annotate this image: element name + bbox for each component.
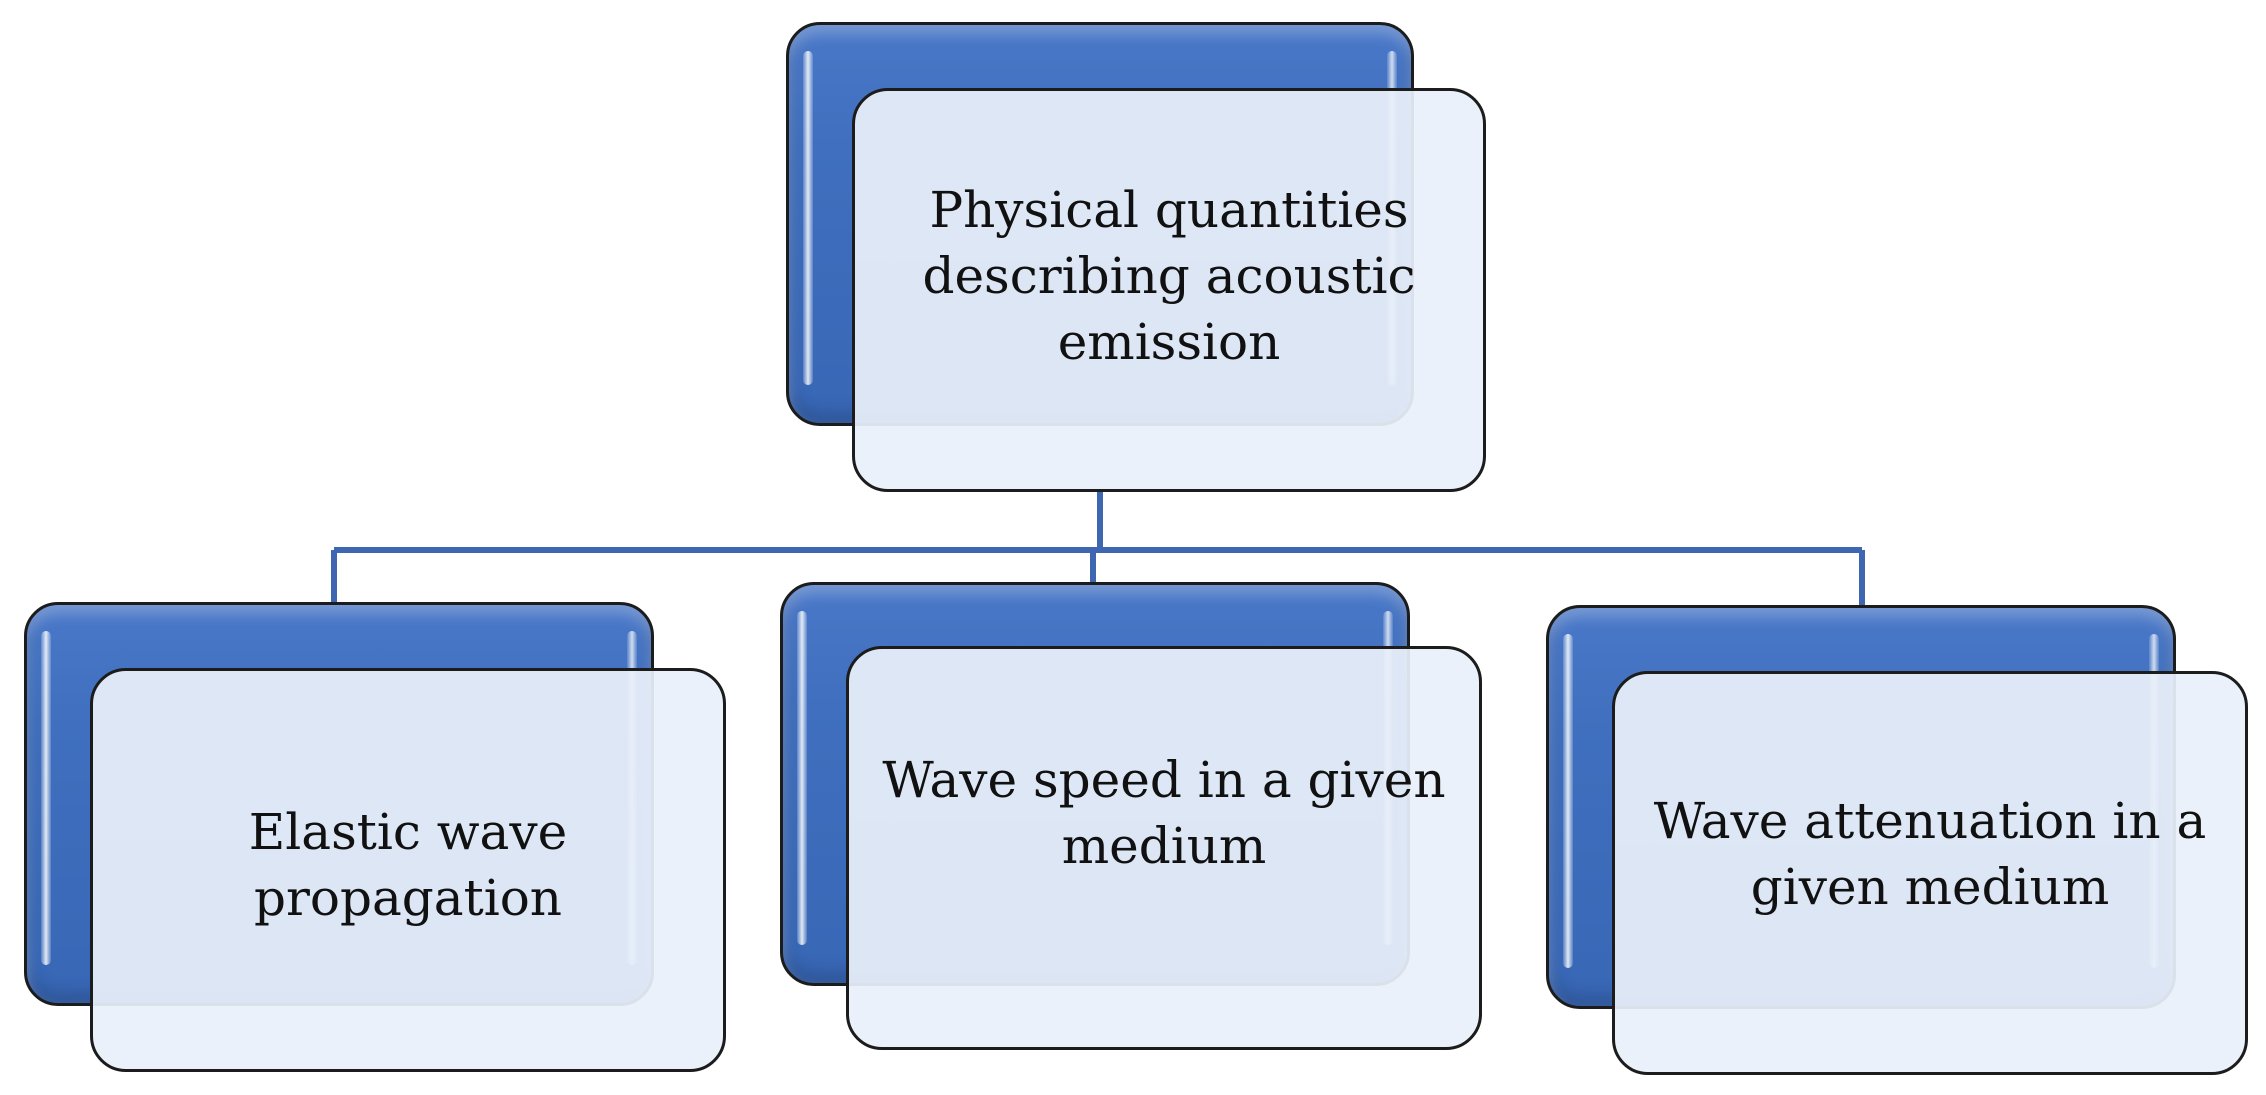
child-1-front-card: Elastic wave propagation [90,668,726,1072]
child-3-label: Wave attenuation in a given medium [1653,792,2207,916]
child-2-front-card: Wave speed in a given medium [846,646,1482,1050]
root-label: Physical quantities describing acoustic … [922,181,1416,371]
child-node-2: Wave speed in a given medium [780,582,1482,1050]
root-node: Physical quantities describing acoustic … [786,22,1486,498]
root-front-card: Physical quantities describing acoustic … [852,88,1486,492]
child-1-label: Elastic wave propagation [248,803,568,927]
child-node-3: Wave attenuation in a given medium [1546,605,2248,1075]
child-2-label: Wave speed in a given medium [882,751,1446,875]
child-node-1: Elastic wave propagation [24,602,726,1072]
child-3-front-card: Wave attenuation in a given medium [1612,671,2248,1075]
